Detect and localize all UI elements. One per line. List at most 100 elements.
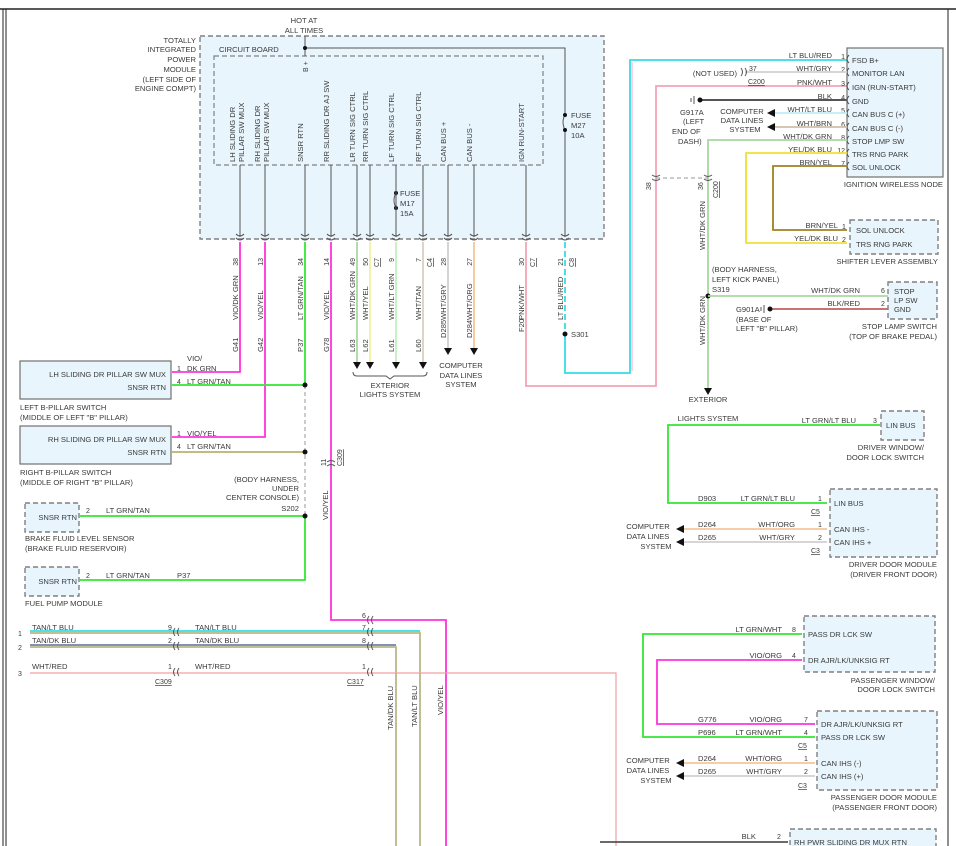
svg-text:C200: C200 — [713, 181, 720, 198]
svg-text:DATA LINES: DATA LINES — [627, 766, 670, 775]
svg-text:LH SLIDING DR PILLAR SW MUX: LH SLIDING DR PILLAR SW MUX — [49, 370, 166, 379]
svg-text:2: 2 — [168, 638, 172, 645]
ignition-wireless-node: IGNITION WIRELESS NODE FSD B+1LT BLU/RED… — [672, 47, 944, 395]
svg-text:C5: C5 — [798, 743, 807, 750]
svg-text:G776: G776 — [698, 715, 717, 724]
svg-text:VIO/YEL: VIO/YEL — [436, 685, 445, 715]
svg-text:BLK: BLK — [742, 832, 756, 841]
rh-pwr-sliding-door-module: RH PWR SLIDING DR MUX RTN 2 BLK — [600, 828, 937, 846]
svg-text:PASS DR LCK SW: PASS DR LCK SW — [821, 733, 886, 742]
svg-text:2: 2 — [86, 508, 90, 515]
svg-text:DATA LINES: DATA LINES — [627, 532, 670, 541]
svg-text:LT GRN/TAN: LT GRN/TAN — [106, 571, 150, 580]
svg-text:2: 2 — [842, 237, 846, 244]
svg-text:BRN/YEL: BRN/YEL — [806, 221, 839, 230]
svg-text:LT GRN/TAN: LT GRN/TAN — [187, 377, 231, 386]
left-b-pillar-switch: LH SLIDING DR PILLAR SW MUX SNSR RTN 1 V… — [19, 354, 231, 422]
svg-text:SNSR RTN: SNSR RTN — [127, 448, 166, 457]
svg-text:(NOT USED): (NOT USED) — [693, 69, 738, 78]
svg-text:S319: S319 — [712, 285, 730, 294]
svg-text:6: 6 — [362, 613, 366, 620]
pin-label: CAN BUS C (-) — [852, 124, 904, 133]
tipm-pin-text: G78 — [322, 338, 331, 352]
svg-text:1: 1 — [362, 664, 366, 671]
svg-text:SNSR RTN: SNSR RTN — [38, 513, 77, 522]
shifter-lever-assembly: SOL UNLOCK TRS RNG PARK 1 2 BRN/YEL YEL/… — [794, 219, 939, 266]
wire-label: WHT/GRY — [796, 64, 832, 73]
tipm-pin-text: WHT/TAN — [414, 286, 423, 320]
svg-text:C309: C309 — [337, 449, 344, 466]
svg-text:LT GRN/TAN: LT GRN/TAN — [187, 442, 231, 451]
pin-number: 6 — [841, 122, 845, 129]
tipm-pin-text: IGN RUN-START — [517, 103, 526, 162]
svg-text:4: 4 — [177, 444, 181, 451]
svg-text:37: 37 — [749, 66, 757, 73]
svg-text:CAN IHS (+): CAN IHS (+) — [821, 772, 864, 781]
svg-text:PASSENGER WINDOW/: PASSENGER WINDOW/ — [851, 676, 936, 685]
svg-text:C317: C317 — [347, 679, 364, 686]
svg-text:M17: M17 — [400, 199, 415, 208]
svg-text:11: 11 — [321, 459, 328, 466]
svg-text:COMPUTER: COMPUTER — [439, 361, 483, 370]
svg-text:(DRIVER FRONT DOOR): (DRIVER FRONT DOOR) — [850, 570, 937, 579]
pin-label: CAN BUS C (+) — [852, 110, 905, 119]
tipm-pin-text: WHT/ORG — [465, 283, 474, 320]
tipm-pin-text: P37 — [296, 338, 305, 352]
tipm-pin-text: C4 — [427, 258, 434, 267]
tipm-pin-text: 38 — [233, 258, 240, 266]
svg-text:C200: C200 — [748, 79, 765, 86]
tipm-pin-text: WHT/YEL — [361, 286, 370, 320]
tipm-pin-text: RR TURN SIG CTRL — [361, 91, 370, 162]
svg-text:VIO/ORG: VIO/ORG — [750, 651, 783, 660]
svg-text:7: 7 — [362, 625, 366, 632]
brake-fluid-level-sensor: SNSR RTN 2 LT GRN/TAN BRAKE FLUID LEVEL … — [24, 502, 150, 553]
svg-text:15A: 15A — [400, 209, 414, 218]
tipm-pin-text: LF TURN SIG CTRL — [387, 93, 396, 162]
svg-text:(BODY HARNESS,: (BODY HARNESS, — [234, 475, 299, 484]
svg-text:SHIFTER LEVER ASSEMBLY: SHIFTER LEVER ASSEMBLY — [836, 257, 938, 266]
svg-text:C3: C3 — [811, 548, 820, 555]
svg-text:VIO/YEL: VIO/YEL — [187, 429, 217, 438]
tipm-pin-text: C7 — [374, 258, 381, 267]
svg-text:LIGHTS SYSTEM: LIGHTS SYSTEM — [360, 390, 421, 399]
svg-text:WHT/DK GRN: WHT/DK GRN — [811, 286, 860, 295]
wire-label: LT BLU/RED — [789, 51, 833, 60]
svg-text:COMPUTER: COMPUTER — [720, 107, 764, 116]
svg-text:1: 1 — [18, 631, 22, 638]
svg-text:2: 2 — [881, 301, 885, 308]
svg-text:P37: P37 — [177, 571, 191, 580]
svg-text:(MIDDLE OF RIGHT "B" PILLAR): (MIDDLE OF RIGHT "B" PILLAR) — [20, 478, 133, 487]
svg-text:G901A: G901A — [736, 305, 761, 314]
svg-text:(BRAKE FLUID RESERVOIR): (BRAKE FLUID RESERVOIR) — [25, 544, 127, 553]
svg-text:RIGHT B-PILLAR SWITCH: RIGHT B-PILLAR SWITCH — [20, 468, 111, 477]
svg-text:36: 36 — [698, 182, 705, 190]
svg-text:1: 1 — [804, 756, 808, 763]
svg-text:DOOR LOCK SWITCH: DOOR LOCK SWITCH — [846, 453, 924, 462]
passenger-door: PASS DR LCK SW DR AJR/LK/UNKSIG RT 8 4 L… — [626, 615, 938, 812]
svg-text:PASSENGER DOOR MODULE: PASSENGER DOOR MODULE — [831, 793, 937, 802]
svg-text:C3: C3 — [798, 783, 807, 790]
svg-text:2: 2 — [818, 535, 822, 542]
tipm-pin-text: PILLAR SW MUX — [237, 103, 246, 163]
svg-text:10A: 10A — [571, 131, 585, 140]
tipm-pin-text: SNSR RTN — [296, 123, 305, 162]
svg-text:(LEFT SIDE OF: (LEFT SIDE OF — [143, 75, 197, 84]
pin-number: 2 — [841, 67, 845, 74]
tipm-pin-text: 34 — [298, 258, 305, 266]
svg-text:D264: D264 — [698, 754, 716, 763]
svg-text:SYSTEM: SYSTEM — [640, 776, 671, 785]
tipm-pin-text: LH SLIDING DR — [228, 106, 237, 162]
svg-text:LEFT "B" PILLAR): LEFT "B" PILLAR) — [736, 324, 798, 333]
svg-text:4: 4 — [804, 730, 808, 737]
svg-text:SYSTEM: SYSTEM — [445, 380, 476, 389]
svg-text:SNSR RTN: SNSR RTN — [38, 577, 77, 586]
svg-text:DR AJR/LK/UNKSIG RT: DR AJR/LK/UNKSIG RT — [821, 720, 903, 729]
tipm-pin-text: CAN BUS + — [439, 121, 448, 162]
svg-text:WHT/GRY: WHT/GRY — [759, 533, 795, 542]
